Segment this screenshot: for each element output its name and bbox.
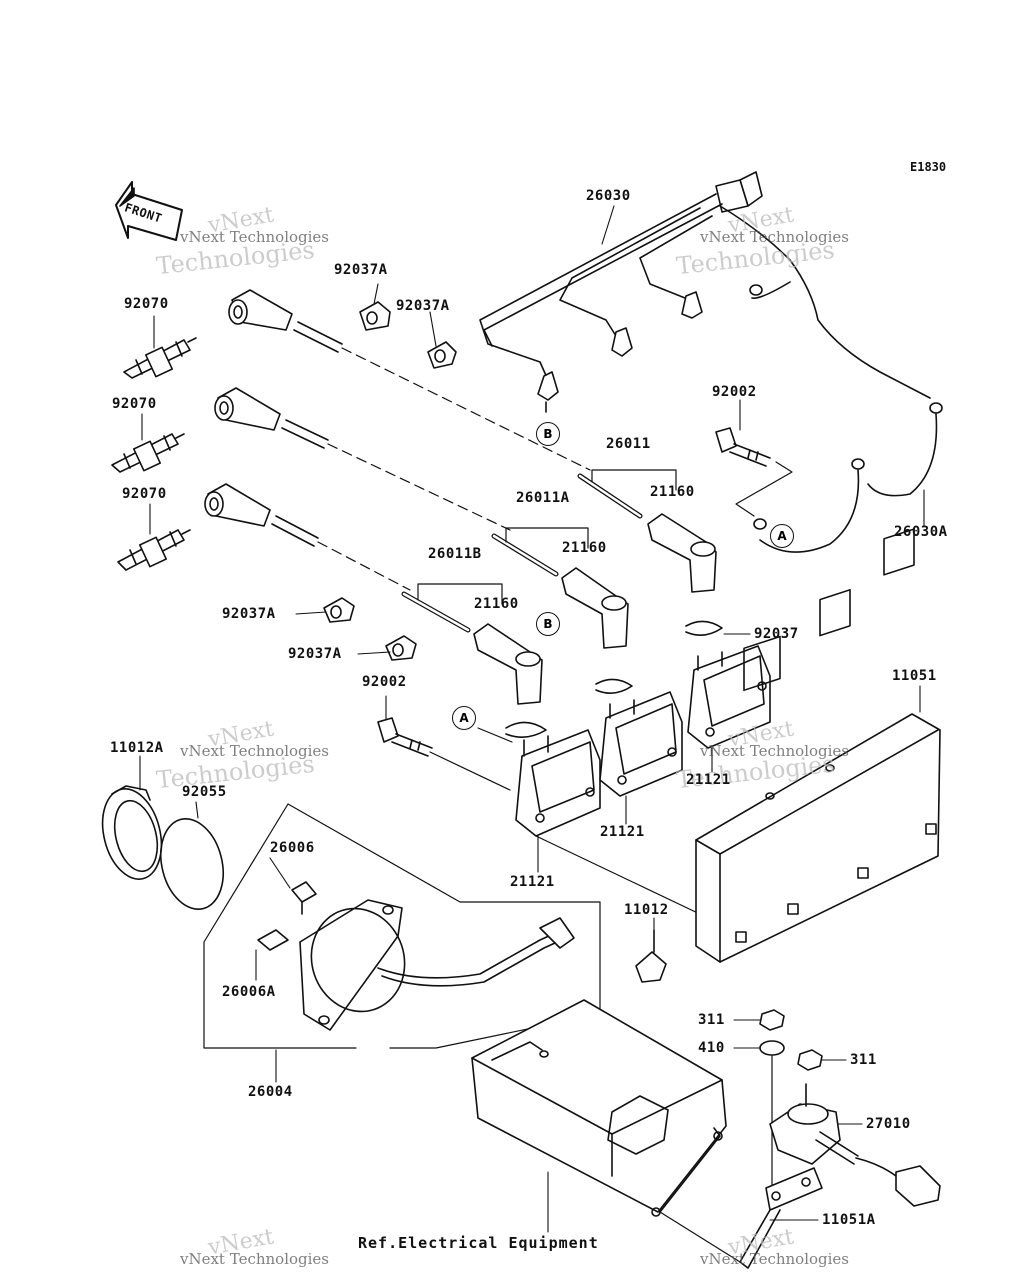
o-ring <box>160 817 224 911</box>
part-label: 26030A <box>894 524 948 540</box>
part-label: 11051 <box>892 668 937 684</box>
part-label: 21160 <box>650 484 695 500</box>
part-label: 410 <box>698 1040 725 1056</box>
part-label: 21121 <box>686 772 731 788</box>
cap-21160-b <box>561 567 629 649</box>
harness-ground <box>719 205 943 553</box>
part-label: 311 <box>698 1012 725 1028</box>
part-label: 92070 <box>112 396 157 412</box>
plug-11012 <box>635 929 667 983</box>
part-label: 27010 <box>866 1116 911 1132</box>
part-label: 26004 <box>248 1084 293 1100</box>
fuse-box-outline <box>203 803 357 1049</box>
coil-left <box>515 729 705 917</box>
washer <box>759 1040 785 1056</box>
part-label: 92070 <box>124 296 169 312</box>
part-label: 92037A <box>334 262 388 278</box>
cap-ring <box>101 785 163 880</box>
plug-cap-upper <box>228 289 343 353</box>
cap-21160-a <box>647 513 717 593</box>
coil-right <box>687 645 771 749</box>
part-label: 311 <box>850 1052 877 1068</box>
cap-21160-c <box>473 623 543 705</box>
part-label: 92037A <box>222 606 276 622</box>
part-label: 26006A <box>222 984 276 1000</box>
plug-cap-lower <box>204 483 319 547</box>
part-label: 26011 <box>606 436 651 452</box>
part-label: 92070 <box>122 486 167 502</box>
clamp-1 <box>359 301 391 331</box>
part-label: 11012A <box>110 740 164 756</box>
part-label: 11012 <box>624 902 669 918</box>
connector-b-marker: B <box>536 422 560 446</box>
spark-plug-upper <box>123 337 197 379</box>
bracket-11051 <box>695 528 941 963</box>
spark-plug-middle <box>111 433 185 473</box>
part-label: 92002 <box>712 384 757 400</box>
part-label: 92002 <box>362 674 407 690</box>
part-label: 26030 <box>586 188 631 204</box>
front-arrow-icon <box>115 181 183 241</box>
part-label: 21160 <box>474 596 519 612</box>
nut-upper <box>759 1009 785 1031</box>
part-label: 92037A <box>396 298 450 314</box>
part-label: 11051A <box>822 1212 876 1228</box>
clamp-2 <box>427 341 457 369</box>
part-label: 21121 <box>510 874 555 890</box>
electrical-box <box>471 999 741 1263</box>
bolt-lower <box>377 717 511 791</box>
part-label: 21160 <box>562 540 607 556</box>
part-label: 26011B <box>428 546 482 562</box>
part-label: 92037 <box>754 626 799 642</box>
part-label: 26011A <box>516 490 570 506</box>
connector-a-marker: A <box>770 524 794 548</box>
fuse-1 <box>291 881 317 915</box>
part-label: 26006 <box>270 840 315 856</box>
part-label: 21121 <box>600 824 645 840</box>
relay <box>769 1083 941 1207</box>
harness-main <box>479 171 763 413</box>
bracket-small <box>739 1167 823 1269</box>
spark-plug-lower <box>117 529 191 571</box>
connector-b-marker: B <box>536 612 560 636</box>
fuse-2 <box>257 929 289 951</box>
bolt-upper <box>715 427 793 517</box>
clamp-3 <box>323 597 355 623</box>
plug-cap-middle <box>214 387 329 449</box>
reference-note: Ref.Electrical Equipment <box>358 1234 599 1252</box>
fuse-box <box>299 899 575 1031</box>
coil-middle <box>599 691 683 797</box>
part-label: 92037A <box>288 646 342 662</box>
clamp-4 <box>385 635 417 661</box>
nut-lower <box>797 1049 823 1071</box>
connector-a-marker: A <box>452 706 476 730</box>
part-label: 92055 <box>182 784 227 800</box>
diagram-code: E1830 <box>910 160 947 174</box>
